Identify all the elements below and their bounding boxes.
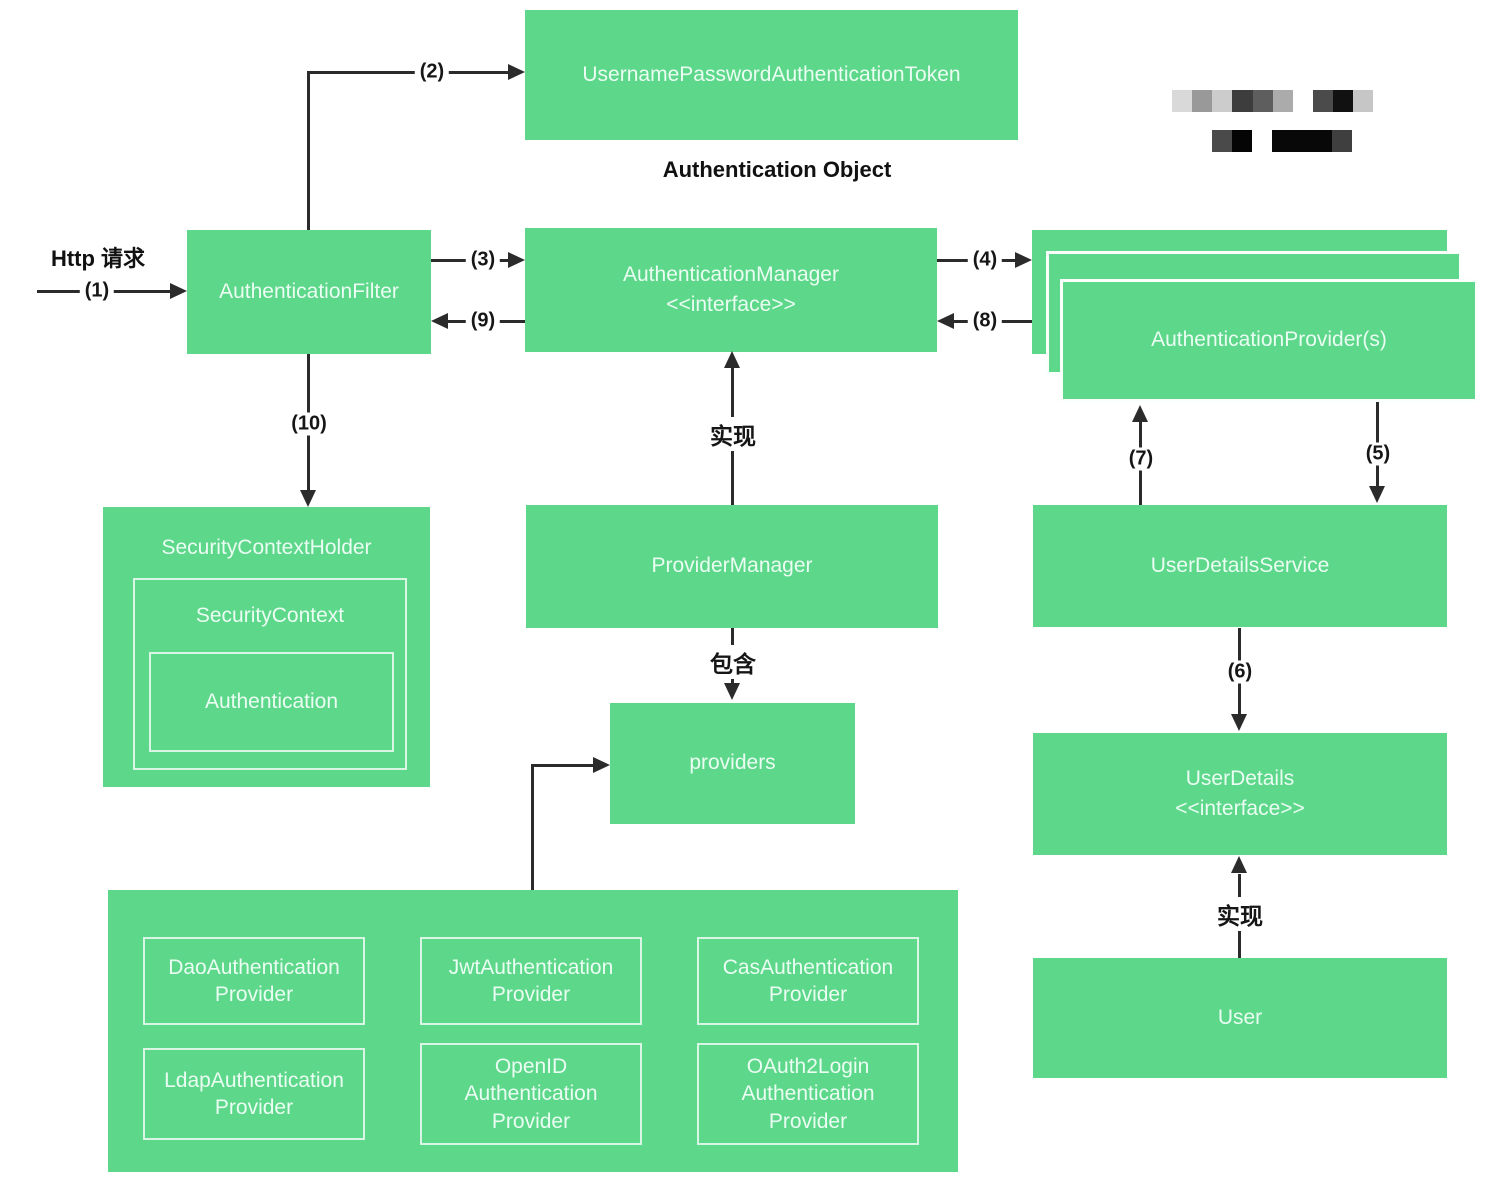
security-context-holder-box: SecurityContextHolder SecurityContext Au… bbox=[103, 507, 430, 787]
user-label: User bbox=[1217, 1005, 1263, 1029]
authentication-filter-box: AuthenticationFilter bbox=[187, 230, 431, 354]
username-password-token-label: UsernamePasswordAuthenticationToken bbox=[582, 62, 961, 86]
redaction-block bbox=[1353, 90, 1373, 112]
step4-label: (4) bbox=[967, 248, 1003, 272]
arrow-step2-hline bbox=[307, 71, 508, 74]
implements-right-label: 实现 bbox=[1212, 897, 1268, 931]
authentication-provider-label: AuthenticationProvider(s) bbox=[1151, 328, 1387, 352]
redaction-block bbox=[1313, 90, 1333, 112]
providers-elbow-vline bbox=[531, 765, 534, 890]
provider-line: DaoAuthentication bbox=[168, 955, 340, 979]
step2-label: (2) bbox=[414, 60, 450, 84]
user-details-label: UserDetails bbox=[1185, 766, 1295, 790]
arrow-step6-head-icon bbox=[1231, 714, 1247, 731]
authentication-manager-box: AuthenticationManager <<interface>> bbox=[525, 228, 937, 352]
concrete-providers-container: DaoAuthentication Provider JwtAuthentica… bbox=[108, 890, 958, 1172]
providers-label: providers bbox=[689, 751, 776, 775]
authentication-inner-box: Authentication bbox=[149, 652, 394, 752]
redaction-block bbox=[1232, 130, 1252, 152]
authentication-inner-label: Authentication bbox=[204, 690, 339, 714]
jwt-authentication-provider-box: JwtAuthentication Provider bbox=[420, 937, 642, 1025]
arrow-step4-head-icon bbox=[1015, 252, 1032, 268]
provider-line: OpenID bbox=[494, 1055, 568, 1079]
implements-mid-label: 实现 bbox=[705, 417, 761, 451]
arrow-step8-head-icon bbox=[937, 313, 954, 329]
username-password-token-box: UsernamePasswordAuthenticationToken bbox=[525, 10, 1018, 140]
step7-label: (7) bbox=[1123, 447, 1159, 471]
providers-elbow-head-icon bbox=[593, 757, 610, 773]
authentication-manager-stereotype: <<interface>> bbox=[666, 293, 796, 316]
arrow-step10-head-icon bbox=[300, 490, 316, 507]
redaction-block bbox=[1172, 90, 1192, 112]
arrow-step5-head-icon bbox=[1369, 486, 1385, 503]
provider-line: OAuth2Login bbox=[746, 1055, 870, 1079]
user-box: User bbox=[1033, 958, 1447, 1078]
authentication-manager-label: AuthenticationManager bbox=[623, 262, 839, 286]
provider-line: Provider bbox=[491, 983, 571, 1006]
provider-line: JwtAuthentication bbox=[448, 955, 614, 979]
step5-label: (5) bbox=[1360, 442, 1396, 466]
redaction-block bbox=[1212, 130, 1232, 152]
provider-manager-label: ProviderManager bbox=[651, 554, 813, 578]
redaction-block bbox=[1273, 90, 1293, 112]
oauth2login-authentication-provider-box: OAuth2Login Authentication Provider bbox=[697, 1043, 919, 1145]
authentication-provider-stack-front: AuthenticationProvider(s) bbox=[1060, 279, 1478, 402]
provider-manager-box: ProviderManager bbox=[526, 505, 938, 628]
authentication-object-note: Authentication Object bbox=[662, 157, 892, 182]
implements-mid-head-icon bbox=[724, 351, 740, 368]
step6-label: (6) bbox=[1222, 660, 1258, 684]
http-request-label: Http 请求 bbox=[50, 246, 146, 271]
redaction-block bbox=[1192, 90, 1212, 112]
providers-box: providers bbox=[610, 703, 855, 824]
step10-label: (10) bbox=[286, 412, 332, 436]
provider-line: CasAuthentication bbox=[722, 955, 894, 979]
arrow-step2-vline bbox=[307, 72, 310, 230]
providers-elbow-hline bbox=[531, 764, 593, 767]
contains-head-icon bbox=[724, 683, 740, 700]
arrow-step9-head-icon bbox=[431, 313, 448, 329]
redaction-block bbox=[1332, 130, 1352, 152]
dao-authentication-provider-box: DaoAuthentication Provider bbox=[143, 937, 365, 1025]
openid-authentication-provider-box: OpenID Authentication Provider bbox=[420, 1043, 642, 1145]
authentication-filter-label: AuthenticationFilter bbox=[219, 279, 399, 303]
step3-label: (3) bbox=[465, 248, 501, 272]
provider-line: Provider bbox=[491, 1109, 571, 1133]
provider-line: Provider bbox=[768, 983, 848, 1006]
implements-right-head-icon bbox=[1231, 856, 1247, 873]
cas-authentication-provider-box: CasAuthentication Provider bbox=[697, 937, 919, 1025]
user-details-service-label: UserDetailsService bbox=[1150, 553, 1330, 577]
security-context-label: SecurityContext bbox=[195, 604, 345, 627]
arrow-step1-head-icon bbox=[170, 283, 187, 299]
contains-label: 包含 bbox=[705, 645, 761, 679]
provider-line: Authentication bbox=[464, 1082, 598, 1106]
redaction-block bbox=[1232, 90, 1253, 112]
arrow-step7-head-icon bbox=[1132, 405, 1148, 422]
redaction-block bbox=[1272, 130, 1332, 152]
arrow-step3-head-icon bbox=[508, 252, 525, 268]
step9-label: (9) bbox=[465, 309, 501, 333]
security-context-holder-label: SecurityContextHolder bbox=[161, 536, 372, 559]
provider-line: LdapAuthentication bbox=[164, 1068, 344, 1092]
user-details-service-box: UserDetailsService bbox=[1033, 505, 1447, 627]
step1-label: (1) bbox=[79, 279, 115, 303]
provider-line: Provider bbox=[214, 983, 294, 1006]
user-details-box: UserDetails <<interface>> bbox=[1033, 733, 1447, 855]
provider-line: Provider bbox=[768, 1109, 848, 1133]
redaction-block bbox=[1253, 90, 1273, 112]
arrow-step2-head-icon bbox=[508, 64, 525, 80]
provider-line: Authentication bbox=[741, 1082, 875, 1106]
step8-label: (8) bbox=[967, 309, 1003, 333]
redaction-block bbox=[1212, 90, 1232, 112]
provider-line: Provider bbox=[214, 1096, 294, 1119]
security-context-box: SecurityContext Authentication bbox=[133, 578, 407, 770]
ldap-authentication-provider-box: LdapAuthentication Provider bbox=[143, 1048, 365, 1140]
user-details-stereotype: <<interface>> bbox=[1175, 797, 1305, 820]
redaction-block bbox=[1333, 90, 1353, 112]
